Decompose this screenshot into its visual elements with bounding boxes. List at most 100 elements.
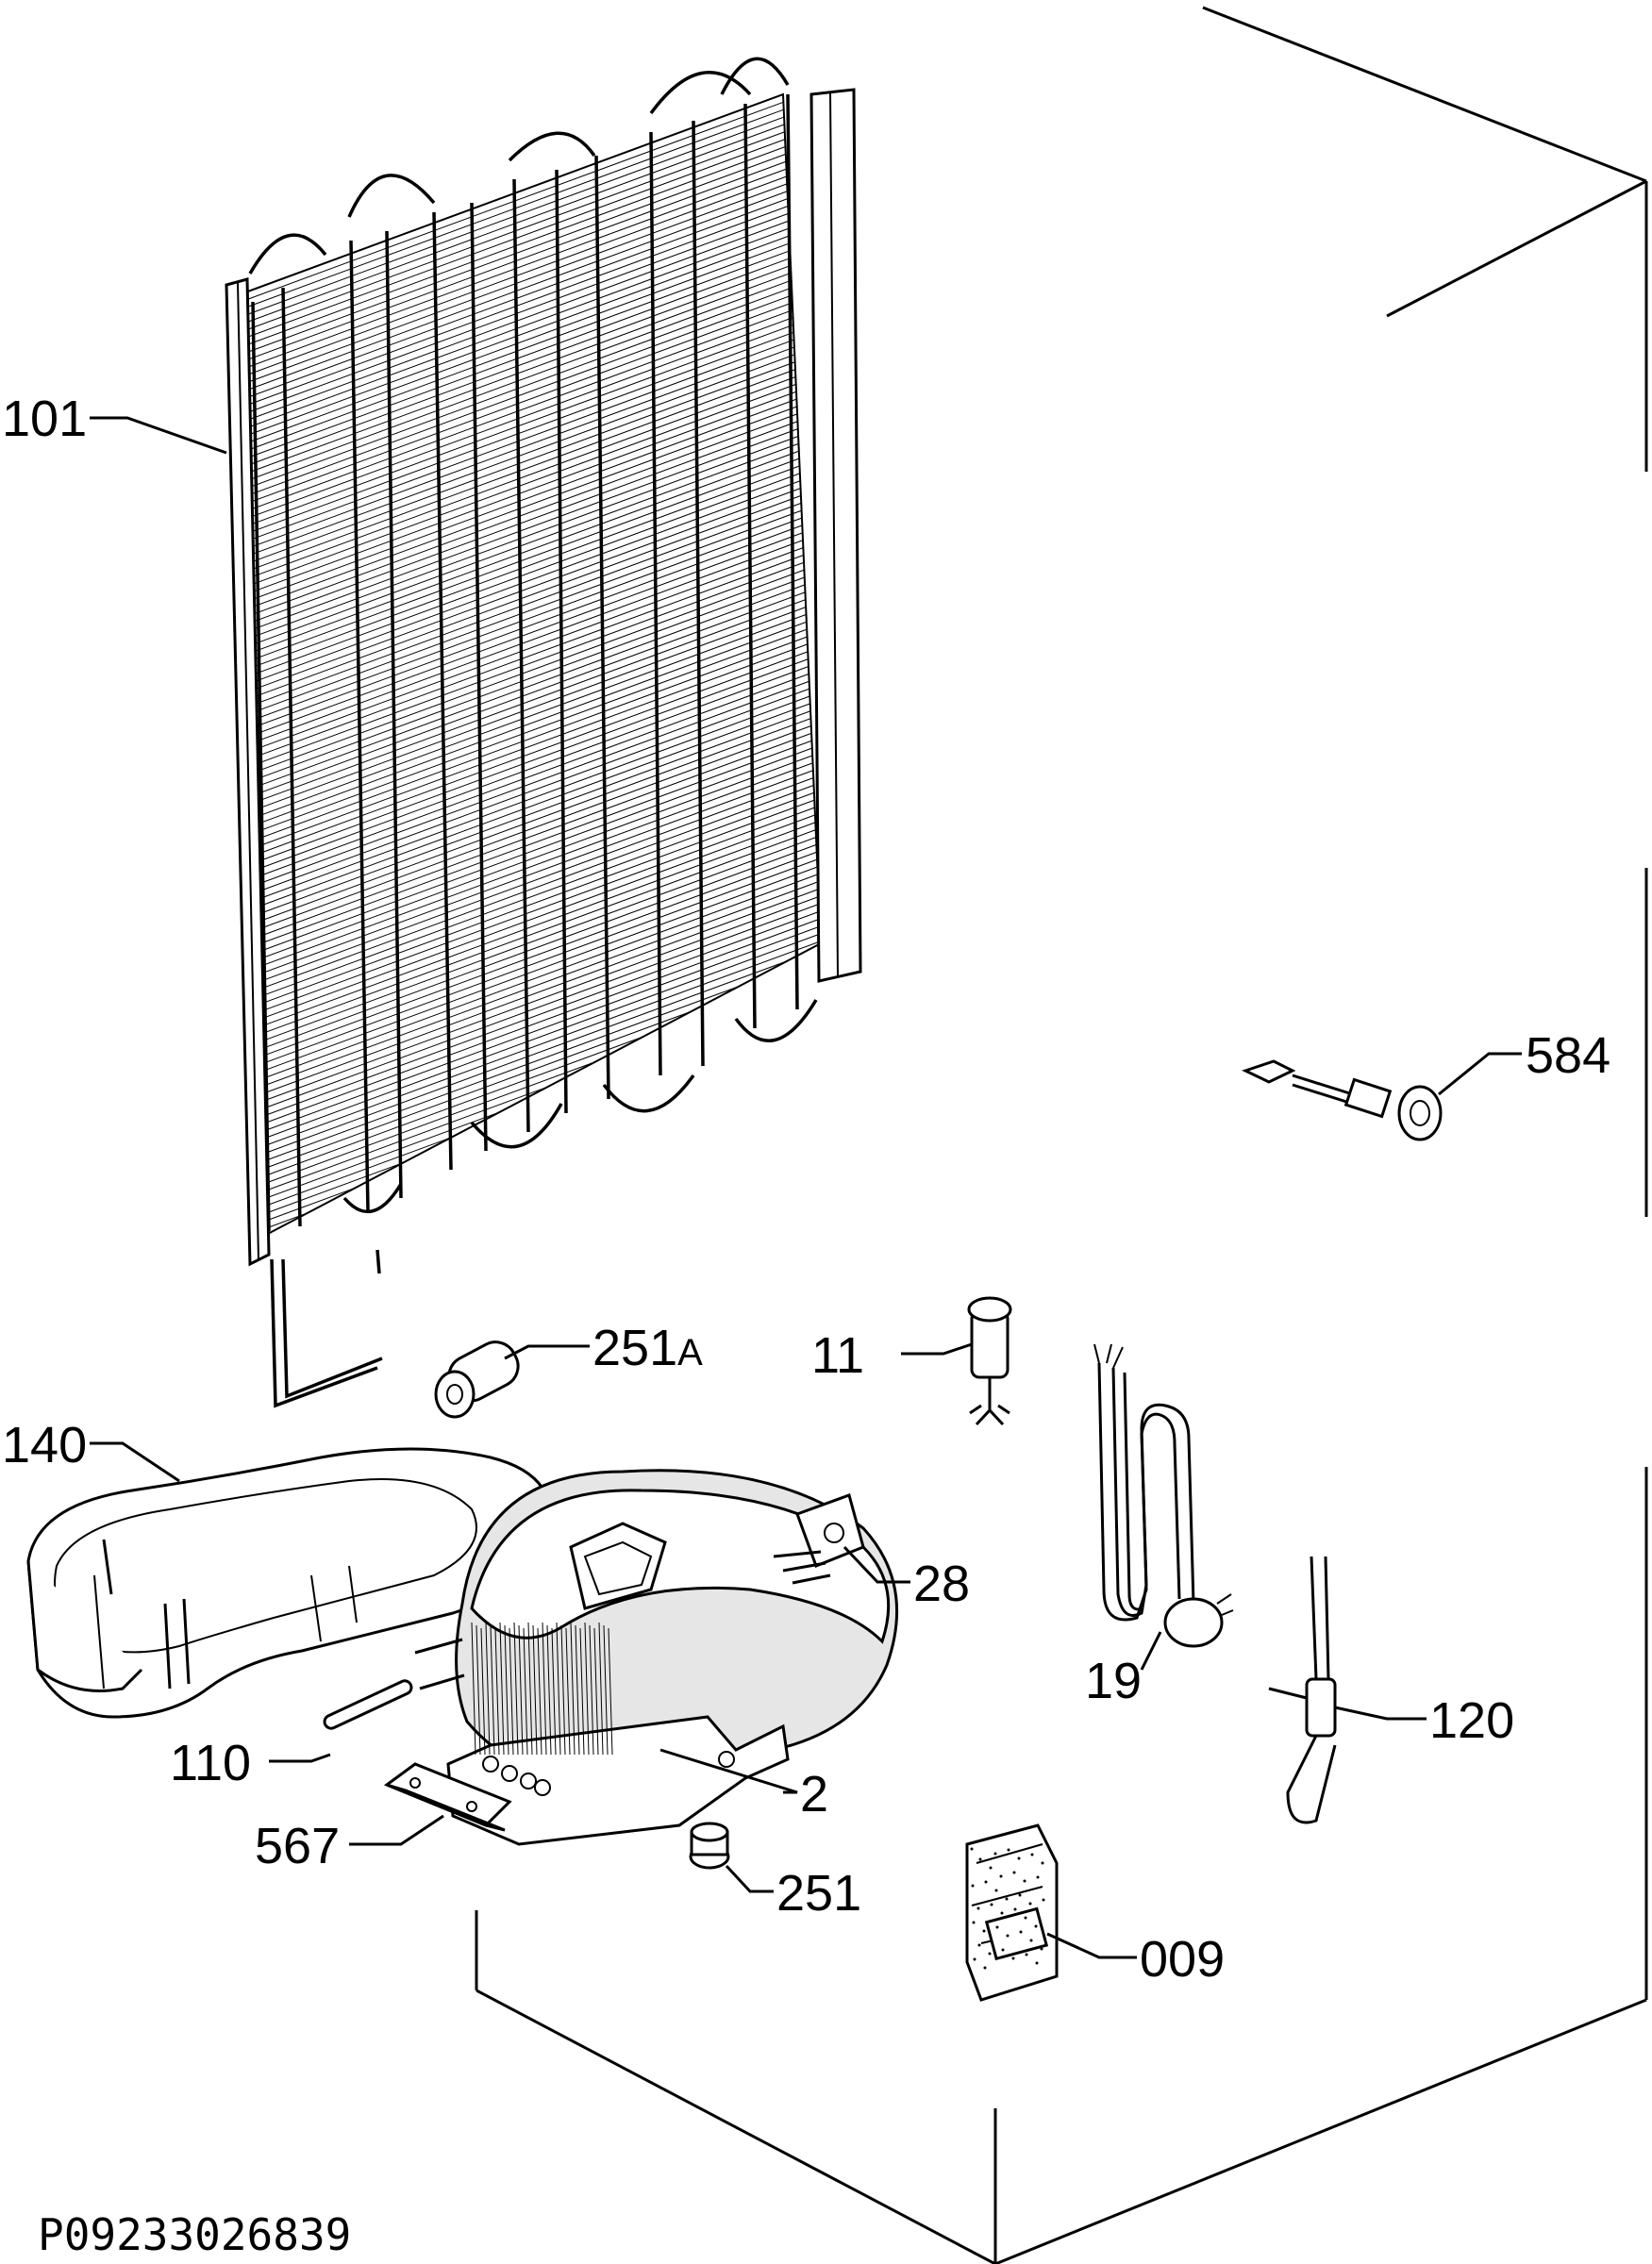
fin-line [245,824,821,1042]
fin-line [245,1125,821,1236]
fin-line [245,1156,821,1236]
connector-speckle [1029,1939,1033,1942]
part-11-relay [967,1296,1012,1426]
condenser-fins [245,94,821,1236]
fin-line [245,710,821,929]
fin-line [245,605,821,824]
fin-line [245,341,821,559]
compressor-hatch [480,1627,486,1756]
connector-speckle [990,1903,993,1906]
compressor-hatch [598,1622,604,1756]
label-2: 2 [800,1766,828,1823]
fin-line [245,122,821,341]
compressor-hatch [542,1622,547,1756]
condenser-tube [555,169,568,1114]
connector-speckle [977,1943,981,1947]
fin-line [245,582,821,801]
condenser-tube [470,202,488,1152]
connector-speckle [1013,1907,1017,1911]
fin-line [245,295,821,514]
compressor-hatch [471,1622,476,1756]
drawing-code: P09233026839 [38,2209,351,2260]
fin-line [245,94,821,310]
connector-speckle [1028,1902,1032,1906]
fin-line [245,650,821,869]
fin-line [245,159,821,378]
fin-line [245,786,821,1005]
condenser-assembly [225,57,862,1408]
connector-speckle [1040,1947,1043,1951]
fin-line [245,205,821,424]
part-2-compressor [414,1469,899,1846]
fin-line [245,718,821,937]
label-19: 19 [1085,1653,1142,1709]
connector-speckle [1001,1948,1005,1952]
fin-line [245,793,821,1012]
fin-line [245,544,821,763]
fin-line [245,756,821,974]
fin-line [245,129,821,348]
fin-line [245,801,821,1020]
fin-line [245,514,821,733]
fin-line [245,258,821,476]
fin-line [245,884,821,1103]
compressor-hatch [565,1627,571,1756]
fin-line [245,250,821,469]
fin-line [245,680,821,899]
fin-line [245,1118,821,1236]
connector-speckle [989,1866,993,1870]
fin-line [245,907,821,1125]
label-251: 251 [776,1865,861,1922]
compressor-hatch [589,1624,594,1756]
compressor-hatch [490,1624,495,1756]
connector-speckle [1011,1956,1015,1960]
fin-line [245,137,821,356]
label-009: 009 [1140,1931,1225,1988]
fin-line [245,94,821,303]
compressor-hatch [527,1622,533,1756]
fin-line [245,597,821,816]
compressor-hatch [593,1627,599,1756]
connector-speckle [1012,1871,1016,1874]
connector-speckle [1000,1911,1004,1915]
condenser-tube [649,131,662,1076]
fin-line [245,491,821,710]
label-251a: 251A [592,1320,703,1376]
compressor-hatch [504,1624,509,1756]
connector-speckle [1007,1848,1010,1852]
fin-line [245,1171,821,1236]
fin-line [245,658,821,876]
connector-speckle [978,1857,982,1861]
fin-line [245,537,821,756]
fin-line [245,371,821,590]
fin-line [245,771,821,990]
label-28: 28 [913,1556,970,1612]
connector-speckle [1023,1879,1026,1883]
fin-line [245,763,821,982]
fin-line [245,280,821,499]
compressor-hatch [608,1627,613,1756]
fin-line [245,190,821,408]
compressor-hatch [575,1624,580,1756]
connector-speckle [984,1880,988,1884]
part-584-plug [1242,1059,1443,1141]
fin-line [245,476,821,695]
fin-line [245,899,821,1118]
part-120-lamp [1268,1556,1337,1824]
fin-line [245,265,821,484]
fin-line [245,424,821,642]
compressor-hatch [570,1622,576,1756]
part-009-connector [965,1823,1059,2002]
fin-line [245,114,821,333]
part-251a-drier [434,1340,520,1419]
fin-line [245,944,821,1163]
fin-line [245,695,821,914]
fin-line [245,175,821,393]
condenser-tube [432,211,453,1171]
condenser-tube [594,155,610,1100]
connector-speckle [971,1884,975,1888]
fin-line [245,242,821,461]
fin-line [245,876,821,1095]
compressor-hatch [584,1622,590,1756]
part-251-grommet [689,1822,730,1870]
